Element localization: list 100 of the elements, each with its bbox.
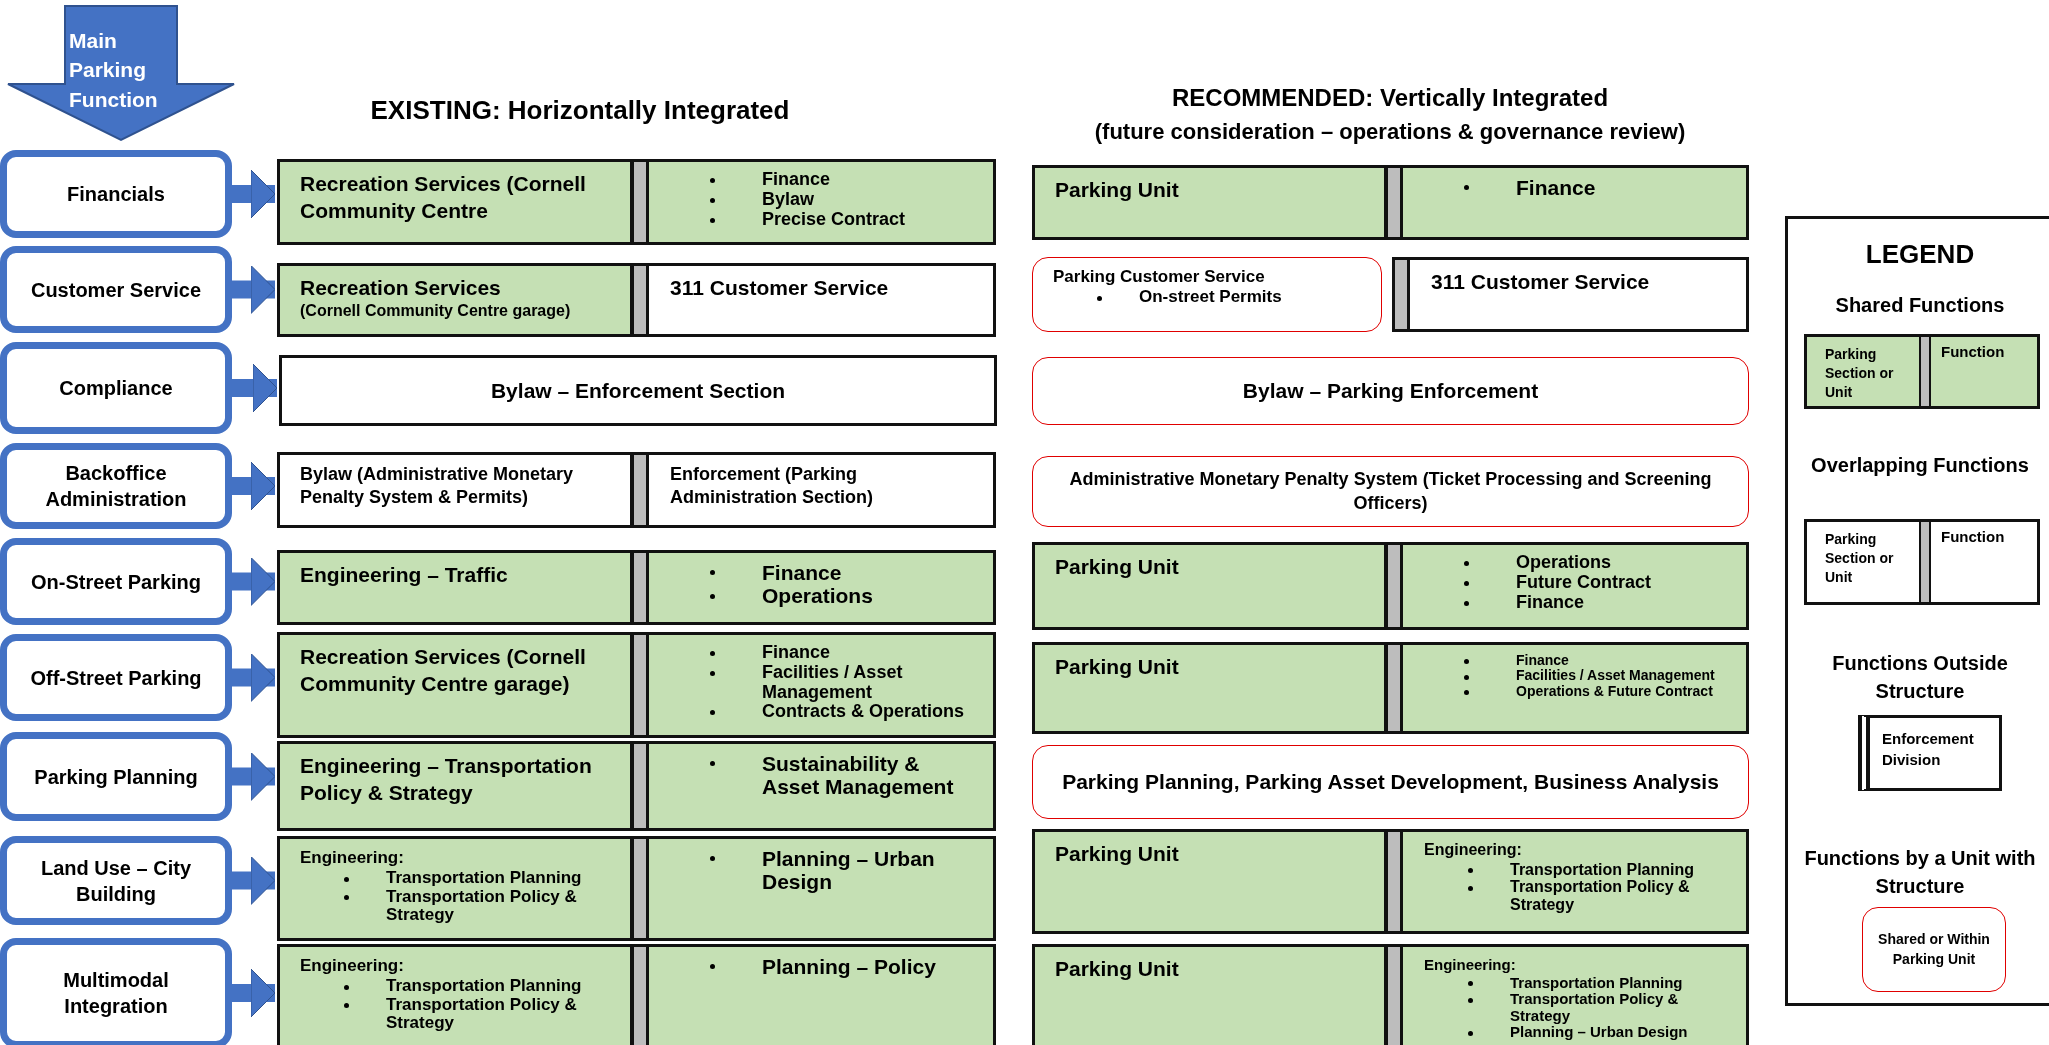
- section-subtitle: (future consideration – operations & governance review): [1093, 119, 1687, 145]
- function-box: [0, 342, 232, 434]
- unit-name: Recreation Services (Cornell Community Centre garage): [300, 644, 587, 698]
- shared-unit-box: [1032, 642, 1387, 734]
- overlapping-unit-box: [277, 452, 633, 528]
- shared-unit-box: [1385, 542, 1749, 630]
- list-item: Finance: [1516, 176, 1596, 199]
- section-title: EXISTING: Horizontally Integrated: [369, 95, 791, 126]
- unit-name: 311 Customer Service: [1431, 269, 1651, 295]
- parking-unit-box: [1032, 745, 1749, 819]
- shared-unit-box: [1032, 829, 1387, 934]
- arrow-label: Main Parking Function: [69, 28, 159, 113]
- block-arrow: [232, 169, 276, 219]
- legend-heading: Shared Functions: [1834, 293, 2006, 318]
- function-box: [0, 246, 232, 333]
- list-item: Sustainability & Asset Management: [762, 752, 954, 799]
- shared-unit-box: [1385, 944, 1749, 1045]
- function-name: On-Street Parking: [30, 569, 201, 595]
- legend-heading: Functions by a Unit with Structure: [1803, 846, 2037, 899]
- list-item: Bylaw: [762, 188, 815, 209]
- list-item: Planning – Urban Design: [762, 847, 935, 894]
- function-box: [0, 732, 232, 821]
- shared-unit-box: [277, 550, 633, 625]
- list-item: Finance: [1516, 652, 1569, 668]
- overlapping-unit-box: [631, 452, 996, 528]
- block-arrow: [232, 557, 276, 606]
- list-item: Contracts & Operations: [762, 701, 965, 722]
- shared-unit-box: [277, 159, 633, 245]
- legend-heading: Functions Outside Structure: [1831, 651, 2009, 704]
- shared-unit-box: [631, 159, 996, 245]
- unit-name: Engineering:: [1424, 840, 1523, 860]
- function-box: [0, 836, 232, 925]
- shared-unit-box: [1385, 829, 1749, 934]
- list-item: Future Contract: [1516, 571, 1651, 592]
- sample-text: Shared or Within Parking Unit: [1877, 929, 1991, 969]
- overlapping-unit-box: [1392, 257, 1749, 332]
- function-name: Off-Street Parking: [30, 665, 202, 691]
- list-item: Planning – Policy: [762, 955, 936, 978]
- section-title: RECOMMENDED: Vertically Integrated: [1170, 84, 1610, 112]
- unit-name: Bylaw – Parking Enforcement: [1242, 378, 1539, 405]
- block-arrow: [5, 4, 237, 142]
- list-item: Transportation Planning: [1510, 860, 1694, 878]
- function-box: [0, 938, 232, 1045]
- function-name: Backoffice Administration: [44, 461, 188, 512]
- block-arrow: [232, 363, 278, 413]
- sample-text: Parking Section or Unit: [1825, 345, 1895, 402]
- shared-unit-box: [277, 741, 633, 831]
- unit-name: Engineering:: [300, 847, 405, 869]
- list-item: Transportation Policy & Strategy: [386, 994, 577, 1033]
- list-item: Precise Contract: [762, 208, 906, 229]
- list-item: Transportation Policy & Strategy: [1510, 878, 1690, 913]
- list-item: Finance: [762, 642, 831, 662]
- function-name: Multimodal Integration: [62, 968, 170, 1019]
- unit-name: Parking Unit: [1055, 654, 1180, 680]
- unit-name: Parking Unit: [1055, 177, 1180, 203]
- block-arrow: [232, 461, 276, 511]
- sample-text: Function: [1941, 343, 2006, 360]
- list-item: Operations & Future Contract: [1516, 682, 1713, 699]
- function-name: Customer Service: [30, 277, 202, 303]
- function-box: [0, 150, 232, 238]
- list-item: Facilities / Asset Management: [762, 661, 903, 702]
- shared-unit-box: [1032, 542, 1387, 630]
- function-box: [0, 538, 232, 625]
- unit-name: Parking Customer Service: [1053, 266, 1266, 288]
- function-name: Financials: [67, 182, 165, 207]
- shared-unit-box: [1385, 642, 1749, 734]
- overlapping-unit-box: [631, 263, 996, 337]
- function-box: [0, 634, 232, 721]
- list-item: Transportation Planning: [386, 868, 582, 888]
- list-item: Transportation Planning: [386, 976, 582, 996]
- unit-name: (Cornell Community Centre garage): [300, 301, 572, 322]
- list-item: Operations: [1516, 552, 1612, 572]
- block-arrow: [232, 265, 276, 314]
- shared-unit-box: [631, 632, 996, 738]
- list-item: Planning – Urban Design: [1510, 1023, 1688, 1040]
- legend-title: LEGEND: [1864, 239, 1976, 270]
- list-item: Operations: [762, 584, 873, 608]
- unit-name: Recreation Services (Cornell Community Centre: [300, 171, 587, 225]
- block-arrow: [232, 653, 276, 702]
- shared-unit-box: [277, 944, 633, 1045]
- sample-text: Function: [1941, 528, 2006, 545]
- shared-unit-box: [1032, 165, 1387, 240]
- shared-unit-box: [1032, 944, 1387, 1045]
- shared-unit-box: [631, 836, 996, 941]
- list-item: On-street Permits: [1139, 287, 1282, 307]
- shared-unit-box: [631, 944, 996, 1045]
- list-item: Finance: [762, 561, 842, 584]
- unit-name: Engineering – Traffic: [300, 562, 509, 588]
- block-arrow: [232, 856, 276, 905]
- legend-heading: Overlapping Functions: [1810, 453, 2030, 478]
- unit-name: Bylaw (Administrative Monetary Penalty System & Permits): [300, 463, 575, 510]
- sample-text: Enforcement Division: [1882, 729, 1975, 770]
- block-arrow: [232, 752, 276, 801]
- parking-unit-box: [1032, 257, 1382, 332]
- unit-name: Parking Unit: [1055, 956, 1180, 982]
- unit-name: Administrative Monetary Penalty System (Ticket Processing and Screening Officers): [1068, 468, 1713, 515]
- unit-name: Engineering:: [1424, 955, 1517, 975]
- shared-unit-box: [277, 836, 633, 941]
- unit-name: Engineering:: [300, 955, 405, 977]
- unit-name: Enforcement (Parking Administration Section): [670, 463, 874, 510]
